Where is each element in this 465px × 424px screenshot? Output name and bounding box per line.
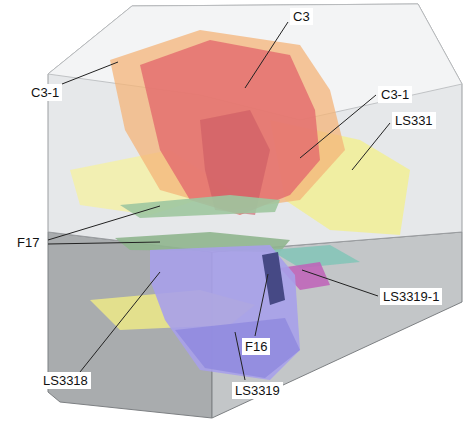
coal-seam — [150, 245, 300, 380]
layer-label: C3 — [290, 8, 313, 25]
coal-seam — [175, 318, 300, 378]
layer-label: F17 — [14, 234, 42, 251]
fault-plane — [262, 252, 285, 305]
layer-label: LS3319 — [232, 382, 283, 399]
coal-seam — [140, 40, 320, 215]
layer-label: C3-1 — [378, 86, 412, 103]
fault-plane — [120, 195, 280, 218]
layer-label: LS3318 — [40, 372, 91, 389]
block-top-volume — [48, 4, 462, 252]
layer-label: C3-1 — [28, 84, 62, 101]
layer-label: F16 — [242, 338, 270, 355]
layer-label: LS331 — [392, 112, 436, 129]
leader-lines — [48, 22, 390, 380]
layer-label: LS3319-1 — [380, 288, 442, 305]
